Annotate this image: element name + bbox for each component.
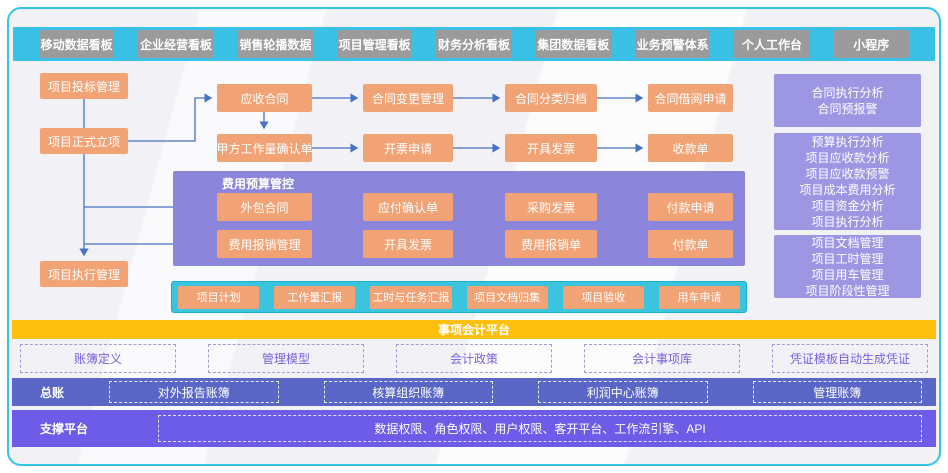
event-accounting-platform-bar: 事项会计平台 [12,320,936,339]
support-platform-label: 支撑平台 [40,422,89,436]
nav-mini-program[interactable]: 小程序 [833,30,909,58]
book-external-report: 对外报告账簿 [109,381,279,403]
tool-project-plan: 项目计划 [178,285,260,309]
nav-business-alert-system[interactable]: 业务预警体系 [634,30,711,58]
node-project-bidding: 项目投标管理 [40,73,128,99]
node-project-execution: 项目执行管理 [40,261,128,287]
accounting-modules-row: 账簿定义 管理模型 会计政策 会计事项库 凭证模板自动生成凭证 [12,343,936,373]
node-client-workload-confirm: 甲方工作量确认单 [217,134,313,162]
budget-panel-title: 费用预算管控 [222,177,295,191]
node-receipt-order: 收款单 [648,134,733,162]
nav-group-data-dashboard[interactable]: 集团数据看板 [535,30,611,58]
node-outsourcing-contract: 外包合同 [217,193,312,221]
general-ledger-bar: 总账 对外报告账簿 核算组织账簿 利润中心账簿 管理账簿 [12,378,936,406]
module-accounting-event-library: 会计事项库 [584,343,740,373]
tool-workload-report: 工作量汇报 [274,285,356,309]
module-accounting-policy: 会计政策 [396,343,552,373]
module-voucher-template-autogen: 凭证模板自动生成凭证 [772,343,928,373]
nav-personal-workspace[interactable]: 个人工作台 [734,30,810,58]
nav-sales-carousel-data[interactable]: 销售轮播数据 [237,30,313,58]
general-ledger-label: 总账 [40,385,65,400]
nav-enterprise-dashboard[interactable]: 企业经营看板 [138,30,214,58]
module-ledger-definition: 账簿定义 [20,343,176,373]
panel-contract-analysis: 合同执行分析 合同预报警 [774,74,921,127]
tool-vehicle-request: 用车申请 [658,285,741,309]
node-issue-invoice: 开具发票 [505,134,597,162]
node-expense-issue-invoice: 开具发票 [363,230,453,258]
node-invoice-request: 开票申请 [363,134,453,162]
project-tools-row: 项目计划 工作量汇报 工时与任务汇报 项目文档归集 项目验收 用车申请 [171,281,747,313]
node-payable-confirm: 应付确认单 [363,193,453,221]
node-contract-borrow-request: 合同借阅申请 [648,84,733,112]
nav-project-dashboard[interactable]: 项目管理看板 [336,30,413,58]
panel-project-mgmt: 项目文档管理 项目工时管理 项目用车管理 项目阶段性管理 [774,235,921,298]
nav-mobile-data-dashboard[interactable]: 移动数据看板 [39,30,115,58]
node-expense-reimburse-form: 费用报销单 [505,230,597,258]
support-capabilities: 数据权限、角色权限、用户权限、客开平台、工作流引擎、API [158,415,922,442]
node-payment-request: 付款申请 [648,193,733,221]
tool-doc-collection: 项目文档归集 [466,285,548,309]
module-management-model: 管理模型 [208,343,364,373]
book-profit-center: 利润中心账簿 [538,381,708,403]
node-expense-reimburse-mgmt: 费用报销管理 [217,230,312,258]
top-nav: 移动数据看板 企业经营看板 销售轮播数据 项目管理看板 财务分析看板 集团数据看… [13,27,935,61]
tool-project-acceptance: 项目验收 [562,285,644,309]
node-purchase-invoice: 采购发票 [505,193,597,221]
nav-finance-analysis-dashboard[interactable]: 财务分析看板 [436,30,512,58]
node-receivable-contract: 应收合同 [217,84,312,112]
tool-time-task-report: 工时与任务汇报 [370,285,452,309]
node-contract-change-mgmt: 合同变更管理 [363,84,453,112]
node-payment-order: 付款单 [648,230,733,258]
book-accounting-org: 核算组织账簿 [323,381,494,403]
support-platform-bar: 支撑平台 数据权限、角色权限、用户权限、客开平台、工作流引擎、API [12,410,936,447]
node-contract-classify-archive: 合同分类归档 [505,84,597,112]
node-project-formal-approval: 项目正式立项 [40,128,128,154]
book-management: 管理账簿 [752,381,923,403]
panel-budget-analysis: 预算执行分析 项目应收款分析 项目应收款预警 项目成本费用分析 项目资金分析 项… [774,133,921,230]
